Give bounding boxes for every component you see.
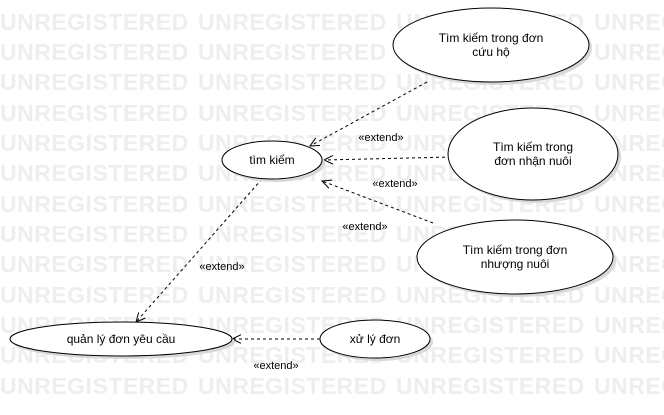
watermark-text: UNREGISTERED [594, 342, 664, 368]
use-case-label: Tìm kiếm trong đơn [463, 243, 568, 257]
use-case-ellipse [447, 107, 619, 201]
use-case-search[interactable]: tìm kiếm [221, 140, 325, 182]
watermark-text: UNREGISTERED [198, 191, 387, 217]
watermark-text: UNREGISTERED [396, 373, 585, 399]
watermark-text: UNREGISTERED [198, 282, 387, 308]
watermark-text: UNREGISTERED [594, 39, 664, 65]
extend-line [135, 178, 263, 323]
watermark-text: UNREGISTERED [0, 69, 189, 95]
extend-label: «extend» [358, 132, 403, 144]
watermark-text: UNREGISTERED [0, 9, 189, 35]
extend-label: «extend» [372, 178, 417, 190]
watermark-text: UNREGISTERED [0, 100, 189, 126]
use-case-label: Tìm kiếm trong [493, 140, 573, 154]
watermark-text: UNREGISTERED [594, 191, 664, 217]
extend-relation-process-extends-manage[interactable]: «extend» [230, 334, 320, 372]
watermark-text: UNREGISTERED [198, 9, 387, 35]
arrowhead-icon [320, 179, 333, 189]
extend-line [321, 180, 434, 224]
use-case-label: Tìm kiếm trong đơn [439, 31, 544, 45]
watermark-text: UNREGISTERED [198, 251, 387, 277]
watermark-text: UNREGISTERED [594, 9, 664, 35]
arrowhead-icon [308, 137, 321, 147]
use-case-label: nhượng nuôi [481, 257, 550, 271]
use-case-ellipse [416, 219, 614, 295]
watermark-text: UNREGISTERED [198, 373, 387, 399]
watermark-text: UNREGISTERED [594, 282, 664, 308]
use-case-process-request[interactable]: xử lý đơn [319, 319, 433, 361]
watermark-text: UNREGISTERED [0, 191, 189, 217]
watermark-text: UNREGISTERED [0, 251, 189, 277]
watermark-text: UNREGISTERED [198, 100, 387, 126]
use-case-ellipse [392, 7, 590, 83]
extend-label: «extend» [199, 261, 244, 273]
extend-label: «extend» [253, 360, 298, 372]
extend-line [309, 81, 428, 147]
extend-relation-rescue-extends-search[interactable]: «extend» [308, 81, 428, 147]
watermark-text: UNREGISTERED [198, 39, 387, 65]
use-case-label: cứu hộ [472, 45, 510, 59]
watermark-text: UNREGISTERED [0, 373, 189, 399]
extend-relation-transfer-extends-search[interactable]: «extend» [320, 179, 434, 233]
extend-relation-search-extends-manage[interactable]: «extend» [135, 178, 263, 323]
use-case-ellipse [221, 140, 323, 180]
watermark-text: UNREGISTERED [0, 221, 189, 247]
extend-label: «extend» [342, 221, 387, 233]
use-case-ellipse [319, 319, 431, 359]
watermark-text: UNREGISTERED [594, 312, 664, 338]
watermark-text: UNREGISTERED [0, 282, 189, 308]
use-case-label: tìm kiếm [249, 153, 294, 167]
watermark-text: UNREGISTERED [594, 69, 664, 95]
watermark-text: UNREGISTERED [594, 100, 664, 126]
use-case-label: xử lý đơn [350, 332, 401, 346]
watermark-text: UNREGISTERED [0, 39, 189, 65]
use-case-ellipse [9, 321, 233, 357]
watermark-text: UNREGISTERED [198, 69, 387, 95]
watermark-text: UNREGISTERED [0, 130, 189, 156]
watermark-layer: UNREGISTERED UNREGISTERED UNREGISTERED UNRE… [0, 9, 664, 399]
watermark-text: UNREGISTERED [0, 160, 189, 186]
use-case-label: đơn nhận nuôi [494, 154, 571, 168]
use-case-label: quản lý đơn yêu cầu [67, 332, 176, 346]
relations-layer: «extend» «extend» «extend» «extend» «extend» [135, 81, 452, 372]
watermark-text: UNREGISTERED [594, 373, 664, 399]
use-case-manage-requests[interactable]: quản lý đơn yêu cầu [9, 321, 235, 359]
watermark-text: UNREGISTERED [198, 221, 387, 247]
